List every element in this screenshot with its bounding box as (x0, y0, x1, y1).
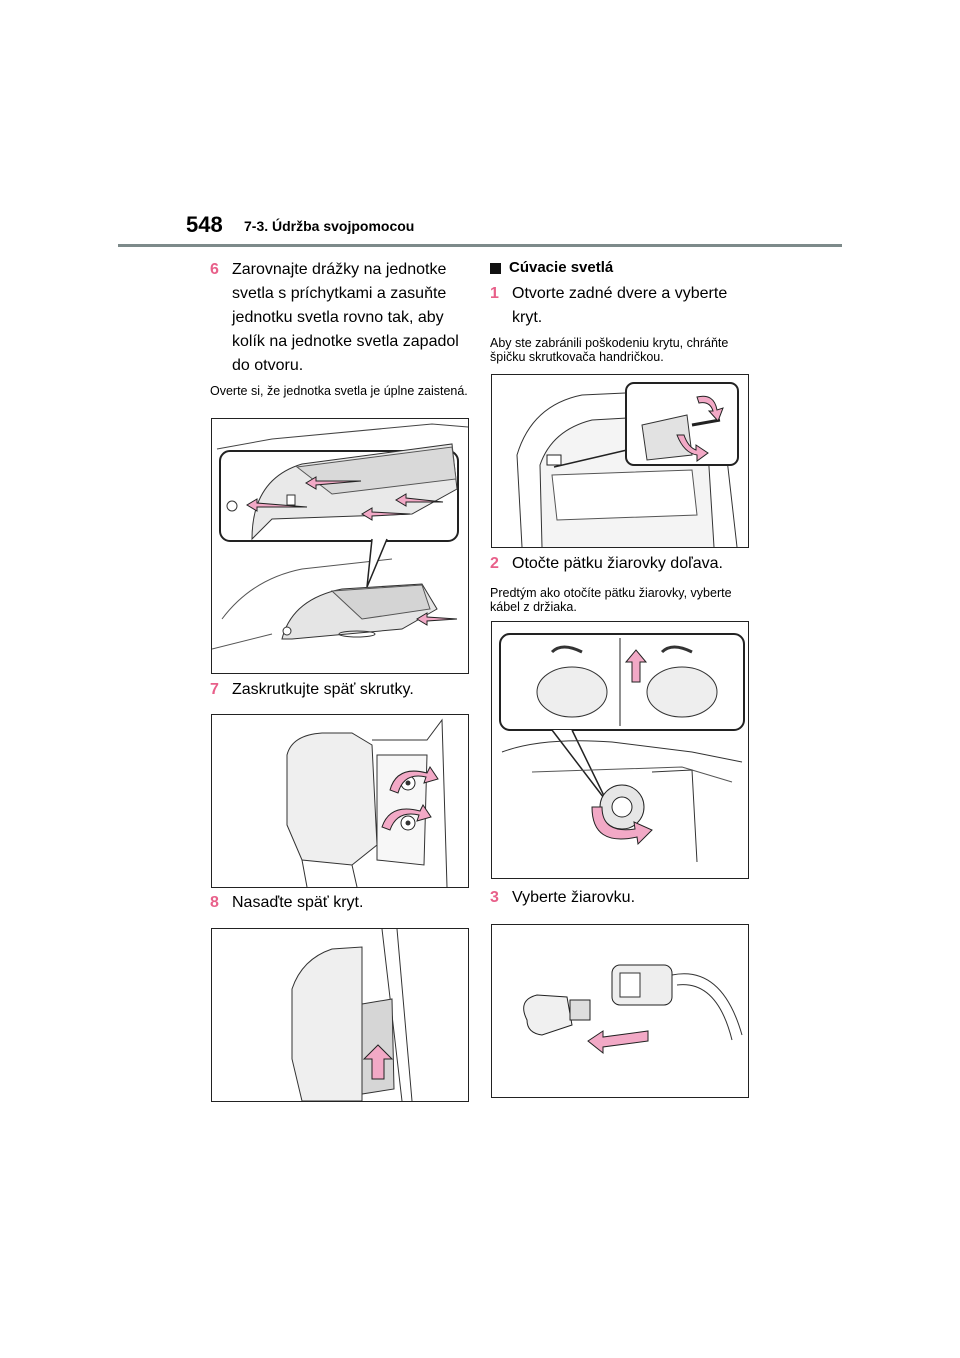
step-7-text: Zaskrutkujte späť skrutky. (232, 681, 414, 698)
step-7: 7 Zaskrutkujte späť skrutky. (210, 678, 470, 702)
step-6-number: 6 (210, 261, 219, 278)
step-8-text: Nasaďte späť kryt. (232, 894, 364, 911)
heading-bullet (490, 262, 501, 274)
figure-light-unit-alignment (211, 418, 469, 674)
right-column: Cúvacie svetlá 1 Otvorte zadné dvere a v… (490, 258, 752, 364)
header-rule (118, 244, 842, 247)
left-column: 6 Zarovnajte drážky na jednotke svetla s… (210, 258, 470, 398)
step-1-number: 1 (490, 285, 499, 302)
section-heading: Cúvacie svetlá (490, 258, 752, 278)
section-title: 7-3. Údržba svojpomocou (244, 218, 415, 234)
step-2-number: 2 (490, 555, 499, 572)
figure-remove-bulb (491, 924, 749, 1098)
step-8: 8 Nasaďte späť kryt. (210, 891, 470, 915)
step-8-number: 8 (210, 894, 219, 911)
step-3: 3 Vyberte žiarovku. (490, 886, 752, 910)
figure-cover (211, 928, 469, 1102)
step-1-text: Otvorte zadné dvere a vyberte kryt. (512, 285, 728, 326)
page-number: 548 (186, 212, 223, 237)
step-1: 1 Otvorte zadné dvere a vyberte kryt. (490, 282, 752, 330)
step-6-text: Zarovnajte drážky na jednotke svetla s p… (232, 261, 459, 374)
step-3-number: 3 (490, 889, 499, 906)
figure-rotate-socket (491, 621, 749, 879)
step-2: 2 Otočte pätku žiarovky doľava. (490, 552, 752, 576)
step-2-note: Predtým ako otočíte pätku žiarovky, vybe… (490, 586, 732, 614)
step-1-note: Aby ste zabránili poškodeniu krytu, chrá… (490, 336, 729, 364)
heading-text: Cúvacie svetlá (509, 259, 614, 276)
step-7-number: 7 (210, 681, 219, 698)
figure-screws (211, 714, 469, 888)
step-6: 6 Zarovnajte drážky na jednotke svetla s… (210, 258, 470, 378)
step-6-note: Overte si, že jednotka svetla je úplne z… (210, 384, 468, 398)
figure-remove-cover (491, 374, 749, 548)
step-3-text: Vyberte žiarovku. (512, 889, 636, 906)
step-2-text: Otočte pätku žiarovky doľava. (512, 555, 723, 572)
